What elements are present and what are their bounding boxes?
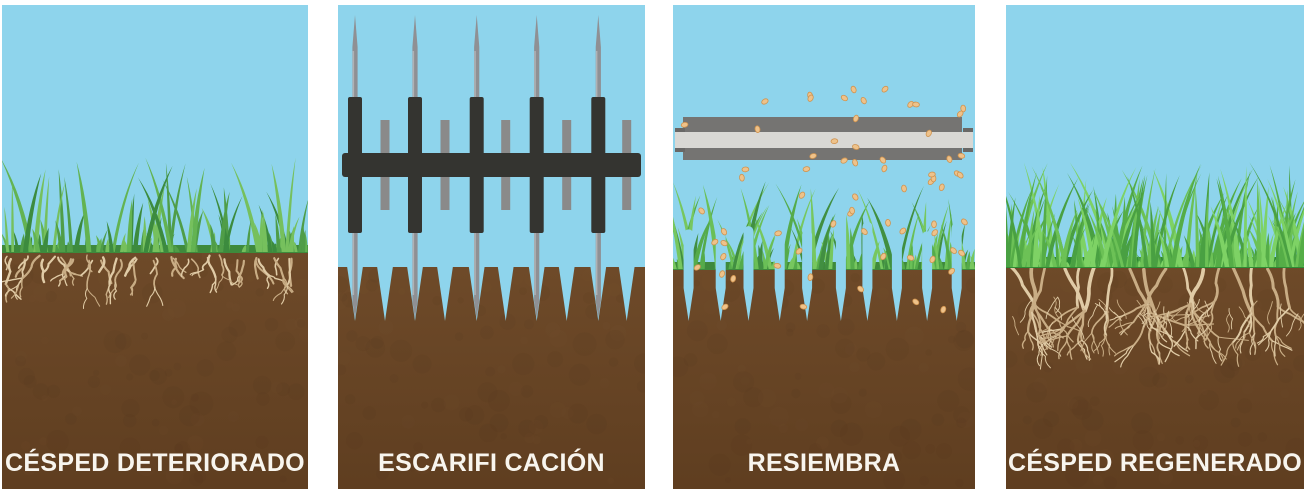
panel-resiembra: RESIEMBRA (673, 5, 975, 489)
scarifier-icon (342, 15, 641, 318)
panel-cesped-deteriorado: CÉSPED DETERIORADO (2, 5, 308, 489)
panel-label-cesped-deteriorado: CÉSPED DETERIORADO (5, 449, 305, 477)
grass (1006, 162, 1304, 268)
panel-escarificacion: ESCARIFI CACIÓN (338, 5, 645, 489)
soil (338, 267, 645, 489)
seeder-icon (675, 117, 973, 160)
dense-roots (1008, 263, 1304, 370)
scarification-illustration (338, 5, 645, 489)
panel-label-escarificacion: ESCARIFI CACIÓN (378, 449, 605, 477)
panel-label-cesped-regenerado: CÉSPED REGENERADO (1007, 449, 1303, 477)
regenerated-lawn-illustration (1006, 5, 1304, 489)
grass (2, 157, 308, 253)
aeration-slots (683, 221, 962, 321)
sparse-roots (2, 254, 294, 309)
reseeding-illustration (673, 5, 975, 489)
falling-seeds (680, 85, 968, 314)
panel-cesped-regenerado: CÉSPED REGENERADO (1006, 5, 1304, 489)
deteriorated-lawn-illustration (2, 5, 308, 489)
panel-label-resiembra: RESIEMBRA (747, 449, 901, 477)
